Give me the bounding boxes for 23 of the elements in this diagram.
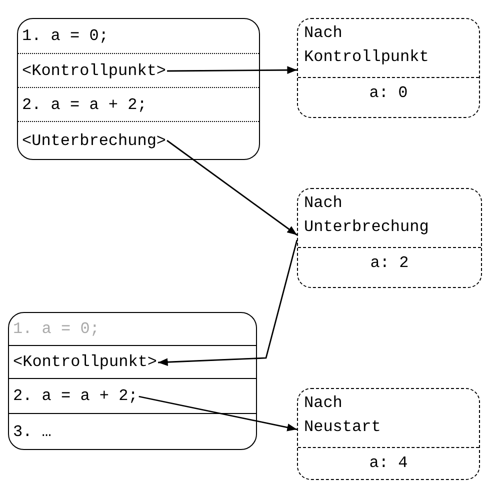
code-text: 2. a = a + 2; [13, 387, 138, 405]
state-value: a: 0 [369, 84, 408, 102]
code-listing-box [8, 312, 257, 450]
arrow [158, 240, 298, 366]
state-title: Nach Kontrollpunkt [304, 24, 429, 66]
state-box [297, 188, 482, 288]
code-text: <Kontrollpunkt> [22, 62, 166, 80]
code-text: 1. a = 0; [22, 27, 108, 45]
arrow [166, 140, 298, 236]
code-text: <Kontrollpunkt> [13, 353, 158, 371]
state-title: Nach Neustart [304, 393, 382, 438]
code-text: 2. a = a + 2; [22, 96, 147, 114]
state-value: a: 2 [370, 254, 409, 272]
state-title: Nach Unterbrechung [304, 194, 429, 236]
code-text: <Unterbrechung> [22, 132, 166, 150]
state-box [297, 18, 480, 118]
arrow [138, 396, 298, 432]
state-value: a: 4 [369, 454, 408, 472]
arrow [167, 66, 297, 74]
state-box [297, 388, 480, 480]
code-listing-box [17, 18, 260, 160]
code-text: 1. a = 0; [13, 320, 100, 338]
code-text: 3. … [13, 422, 52, 440]
